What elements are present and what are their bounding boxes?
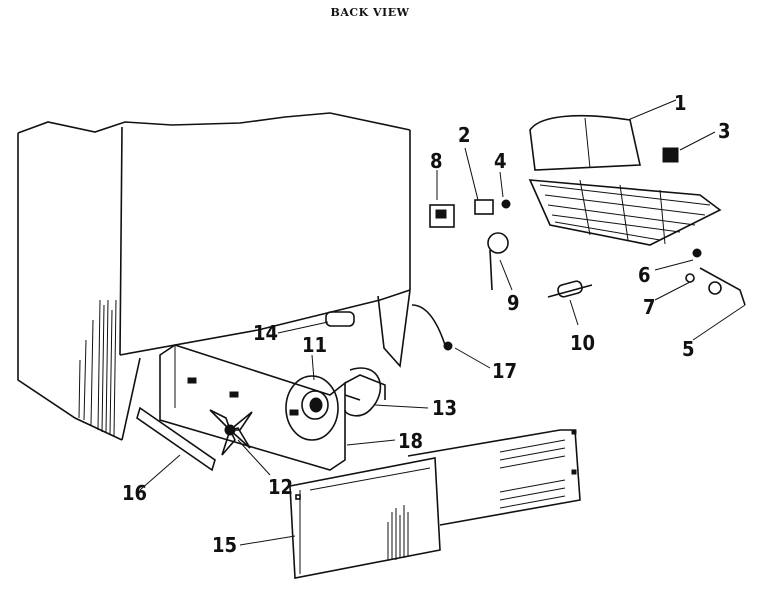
callout-3: 3 <box>718 119 731 143</box>
callout-18: 18 <box>398 429 423 453</box>
fan-motor <box>285 375 339 441</box>
callout-10: 10 <box>570 331 595 355</box>
thermostat-part-9 <box>487 232 509 291</box>
clip <box>344 367 382 417</box>
part-7-washer <box>685 273 695 283</box>
callout-14: 14 <box>253 321 278 345</box>
callout-9: 9 <box>507 291 520 315</box>
wire-harness <box>411 304 453 351</box>
callout-13: 13 <box>432 396 457 420</box>
relay-part-2 <box>474 199 494 215</box>
bracket-part-3 <box>662 147 679 163</box>
callout-16: 16 <box>122 481 147 505</box>
grommet-part-4 <box>501 199 511 209</box>
condensing-unit <box>528 114 722 246</box>
callout-11: 11 <box>302 333 327 357</box>
back-panel <box>407 429 581 526</box>
callout-5: 5 <box>682 337 695 361</box>
front-panel <box>289 457 441 579</box>
fan-motor-bracket <box>159 344 386 471</box>
filter-drier-part-10 <box>547 280 593 298</box>
cabinet-back <box>17 112 411 441</box>
callout-17: 17 <box>492 359 517 383</box>
diagram-title: BACK VIEW <box>330 6 410 19</box>
callout-6: 6 <box>638 263 651 287</box>
part-6-grommet <box>692 248 702 258</box>
callout-2: 2 <box>458 123 471 147</box>
clip-part-8 <box>429 204 455 228</box>
tube-part-5 <box>699 267 746 306</box>
shroud-strip <box>136 406 216 472</box>
part-14-cylinder <box>325 311 355 327</box>
callout-1: 1 <box>674 91 687 115</box>
callout-8: 8 <box>430 149 443 173</box>
callout-12: 12 <box>268 475 293 499</box>
callout-15: 15 <box>212 533 237 557</box>
callout-4: 4 <box>494 149 507 173</box>
leader-lines <box>139 99 746 546</box>
fan-blade <box>209 409 253 456</box>
callout-7: 7 <box>643 295 656 319</box>
